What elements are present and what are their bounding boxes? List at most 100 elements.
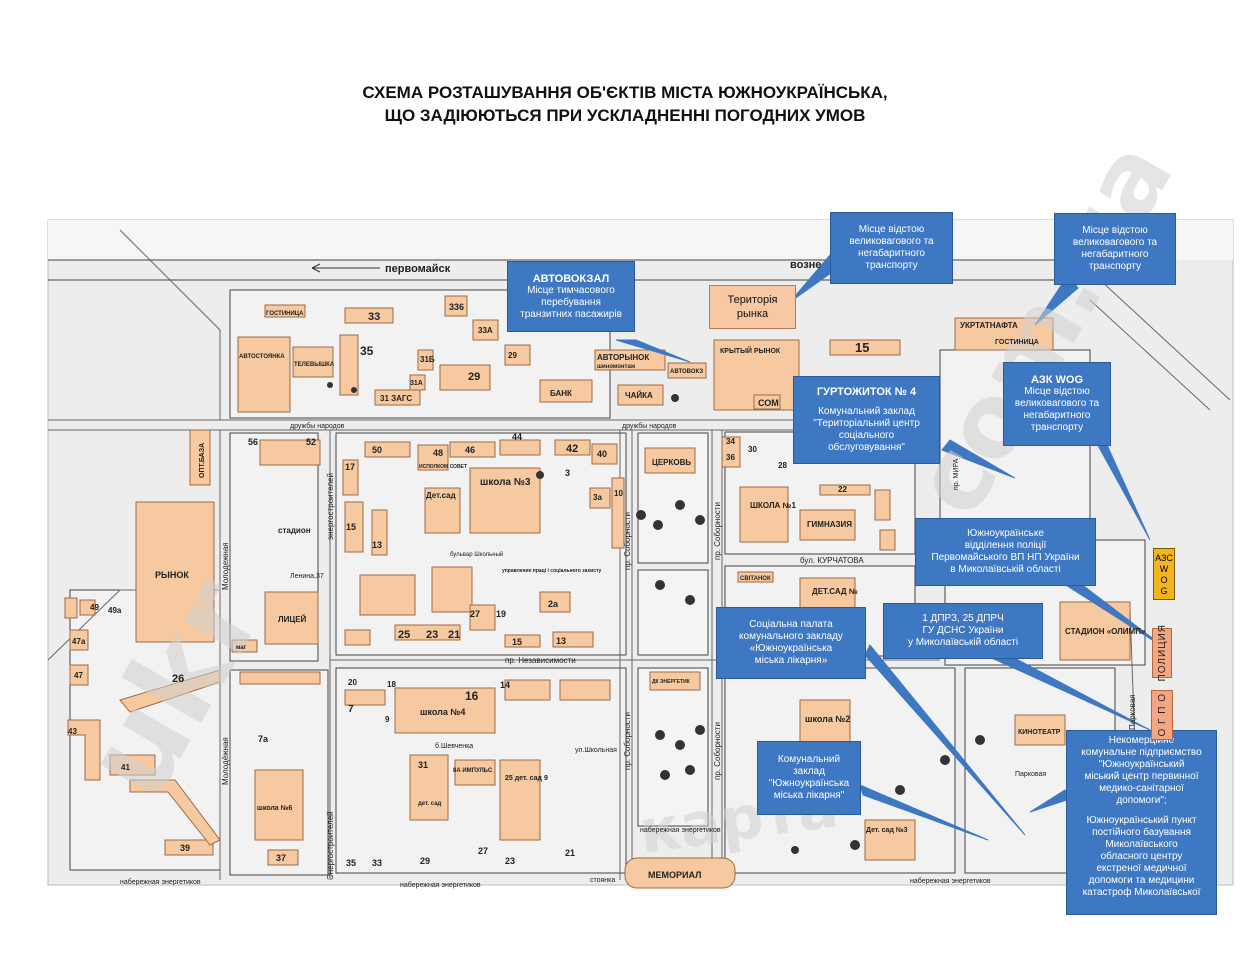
policiya-box[interactable]: ПОЛИЦИЯ	[1152, 624, 1172, 682]
label-olimp: СТАДИОН «ОЛИМП»	[1065, 627, 1146, 636]
callout-social-palata-line: Соціальна палата	[749, 619, 833, 630]
label-25b: 25 дет. сад 9	[505, 775, 548, 782]
street-vozne: возне	[790, 259, 821, 271]
label-upravlenie: управление праці і соціального захисту	[502, 568, 602, 574]
label-detsad-n3: Дет. сад №3	[866, 826, 908, 834]
callout-dprz[interactable]: 1 ДПРЗ, 25 ДПРЧ ГУ ДСНС України у Микола…	[883, 603, 1043, 659]
label-49: 49	[90, 603, 99, 612]
label-28: 28	[778, 461, 787, 470]
callout-azk-wog[interactable]: АЗК WOG Місце відстою великовагового та …	[1003, 362, 1111, 446]
label-27: 27	[470, 609, 480, 619]
label-14: 14	[500, 680, 510, 690]
label-gostinitsa: ГОСТИНИЦА	[266, 311, 304, 317]
label-memorial: МЕМОРИАЛ	[648, 870, 701, 880]
label-37: 37	[276, 853, 286, 863]
label-shkola3: школа №3	[480, 477, 531, 488]
policiya-label: ПОЛИЦИЯ	[1156, 624, 1168, 682]
label-35: 35	[360, 344, 374, 358]
azs-wog-box[interactable]: АЗС W O G	[1153, 548, 1175, 600]
callout-dprz-line: ГУ ДСНС України	[922, 625, 1004, 636]
callout-police-line: Первомайського ВП НП України	[931, 552, 1080, 563]
callout-gurtozhytok-heading: ГУРТОЖИТОК № 4	[816, 386, 917, 398]
callout-gurtozhytok[interactable]: ГУРТОЖИТОК № 4 Комунальний заклад "Терит…	[793, 376, 940, 464]
callout-vidstiy-1[interactable]: Місце відстою великовагового та негабари…	[830, 212, 953, 284]
callout-hospital-line: "Южноукраїнська	[768, 778, 850, 789]
callout-avtovokzal-line: Місце тимчасового	[527, 284, 615, 296]
street-labels: первомайск возне дружбы народов дружбы н…	[120, 259, 1137, 889]
label-shkola2: школа №2	[805, 714, 850, 724]
callout-noncommercial-line: постійного базування	[1092, 827, 1191, 838]
callout-avtovokzal-heading: АВТОВОКЗАЛ	[532, 272, 610, 285]
callout-social-palata-line: «Южноукраїнська	[749, 643, 833, 654]
callout-noncommercial[interactable]: Некомерційне комунальне підприємство "Юж…	[1066, 730, 1217, 915]
callout-vidstiy-2-line: транспорту	[1088, 261, 1142, 272]
label-3: 3	[565, 468, 570, 478]
label-16: 16	[465, 689, 479, 703]
label-35b: 35	[346, 858, 356, 868]
callout-noncommercial-line: медико-санітарної	[1099, 783, 1184, 794]
label-47: 47	[74, 671, 83, 680]
label-41: 41	[121, 763, 130, 772]
label-336: 336	[449, 302, 464, 312]
callout-social-palata[interactable]: Соціальна палата комунального закладу «Ю…	[716, 607, 866, 679]
street-sobornosti-2: пр. Соборности	[713, 502, 722, 560]
label-10: 10	[614, 489, 623, 498]
label-48: 48	[433, 448, 443, 458]
callout-noncommercial-line: допомоги та медицини	[1088, 875, 1195, 886]
callout-avtovokzal[interactable]: АВТОВОКЗАЛ Місце тимчасового перебування…	[507, 261, 635, 332]
callout-vidstiy-1-line: негабаритного	[858, 248, 925, 259]
label-bank: БАНК	[550, 389, 572, 398]
label-zags: 31 ЗАГС	[380, 394, 412, 403]
callout-police[interactable]: Южноукраїнське відділення поліції Первом…	[915, 518, 1096, 586]
street-kurchatova: бул. КУРЧАТОВА	[800, 556, 864, 565]
callout-noncommercial-line: "Южноукраїнський	[1098, 759, 1185, 770]
label-23: 23	[426, 629, 438, 641]
market-territory-box[interactable]: Територія рынка	[709, 285, 796, 329]
label-29b: 29	[468, 371, 480, 383]
label-21: 21	[448, 629, 460, 641]
label-gostinitsa2: ГОСТИНИЦА	[995, 339, 1039, 346]
callout-vidstiy-2-line: великовагового та	[1072, 237, 1158, 248]
label-25: 25	[398, 629, 410, 641]
label-29c: 29	[420, 856, 430, 866]
street-molodezhnaya-2: Молодёжная	[221, 737, 230, 785]
label-detsad1: Дет.сад	[426, 491, 456, 500]
ogpo-box[interactable]: О Г П О	[1151, 690, 1173, 740]
label-detsad2: ДЕТ.САД №	[812, 587, 858, 596]
callout-social-palata-line: міська лікарня»	[754, 655, 828, 666]
label-22: 22	[838, 485, 847, 494]
label-shkola1: ШКОЛА №1	[750, 501, 796, 510]
callout-vidstiy-2-line: негабаритного	[1081, 249, 1149, 260]
callout-vidstiy-1-line: транспорту	[865, 260, 918, 271]
callout-noncommercial-line: катастроф Миколаївської	[1082, 887, 1201, 898]
callout-noncommercial-line: обласного центру	[1100, 851, 1183, 862]
street-druzhby-1: дружбы народов	[290, 422, 345, 430]
callout-vidstiy-2-line: Місце відстою	[1082, 225, 1148, 236]
label-42: 42	[566, 443, 578, 455]
street-druzhby-2: дружбы народов	[622, 422, 677, 430]
callout-social-palata-line: комунального закладу	[739, 631, 843, 642]
azs-wog-letter: G	[1160, 586, 1168, 596]
street-naberezhnaya-2: набережная энергетиков	[400, 881, 481, 889]
spacer	[1072, 807, 1211, 815]
street-shevchenko: б.Шевченка	[435, 742, 473, 750]
street-naberezhnaya-3: набережная энергетиков	[640, 826, 721, 834]
label-7a: 7а	[258, 734, 269, 744]
callout-azk-heading: АЗК WOG	[1030, 374, 1084, 386]
label-9: 9	[385, 715, 390, 724]
street-sobornosti-3: пр. Соборности	[623, 712, 632, 770]
callout-vidstiy-2[interactable]: Місце відстою великовагового та негабари…	[1054, 213, 1176, 285]
label-2a: 2а	[548, 599, 559, 609]
label-33a: 33А	[478, 326, 493, 335]
callout-vidstiy-1-line: великовагового та	[849, 236, 934, 247]
label-47a: 47а	[72, 637, 86, 646]
callout-noncommercial-line: Миколаївського	[1105, 839, 1178, 850]
trees	[327, 382, 985, 854]
building-labels: ГОСТИНИЦА АВТОСТОЯНКА ТЕЛЕВЫШКА 33 336 3…	[68, 302, 1146, 880]
callout-hospital[interactable]: Комунальний заклад "Южноукраїнська міськ…	[757, 741, 861, 815]
label-52: 52	[306, 437, 316, 447]
map-title-line1: СХЕМА РОЗТАШУВАННЯ ОБ'ЄКТІВ МІСТА ЮЖНОУК…	[362, 83, 888, 102]
label-13: 13	[372, 540, 382, 550]
street-sobornosti-4: пр. Соборности	[713, 722, 722, 780]
